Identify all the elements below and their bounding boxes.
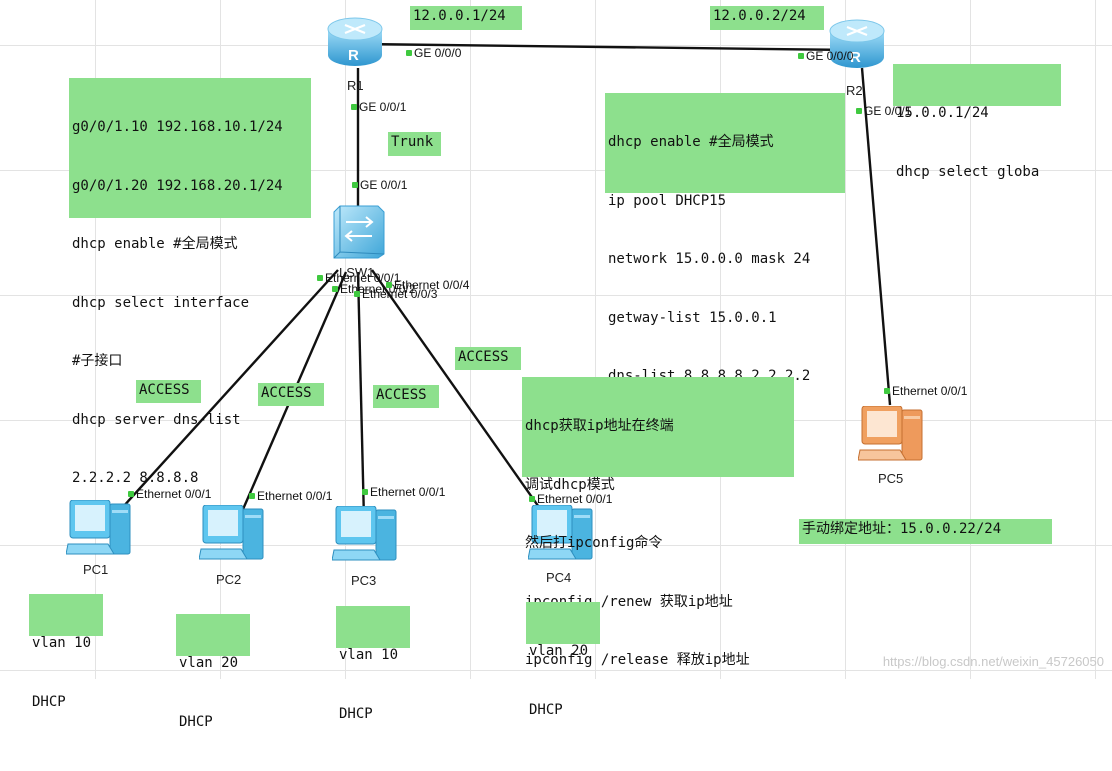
port-pc5-e: Ethernet 0/0/1 [883,384,968,398]
note-access-1: ACCESS [136,380,201,403]
note-text: ACCESS [458,349,509,365]
svg-text:R: R [850,49,861,66]
router-icon: R [829,19,885,68]
computer-icon [331,505,397,561]
port-lsw-e1: Ethernet 0/0/1 [316,271,401,285]
note-line: 2.2.2.2 8.8.8.8 [72,470,199,486]
port-pc1-e: Ethernet 0/0/1 [127,487,212,501]
link-r2-pc5 [860,67,892,406]
label-pc5: PC5 [878,471,904,486]
port-pc4-e: Ethernet 0/0/1 [528,492,613,506]
label-pc3: PC3 [351,573,377,588]
computer-icon [65,499,131,555]
label-r2: R2 [846,83,863,98]
note-pc1-vlan: vlan 10 DHCP [29,594,103,710]
note-line: vlan 20 [179,655,239,671]
router-icon: R [327,17,383,66]
note-line: ipconfig /release 释放ip地址 [525,652,750,668]
note-pc4-vlan: vlan 20 DHCP [526,602,600,718]
note-line: DHCP [529,701,563,718]
pc2[interactable] [198,504,265,563]
note-r1-ip-text: 12.0.0.1/24 [413,8,506,24]
note-text: ACCESS [376,387,427,403]
label-r1: R1 [347,78,364,93]
note-line: dhcp select interface [72,294,250,311]
note-r1-ip: 12.0.0.1/24 [410,6,522,30]
label-pc4: PC4 [546,570,572,585]
note-line: DHCP [339,705,373,722]
note-trunk-text: Trunk [391,134,434,150]
note-line: vlan 10 [339,647,399,663]
note-line: 15.0.0.1/24 [896,105,989,121]
note-text: ACCESS [139,382,190,398]
note-r2-ip-text: 12.0.0.2/24 [713,8,806,24]
note-access-4: ACCESS [455,347,521,370]
switch-icon [333,205,385,259]
note-line: #子接口 [72,353,123,369]
note-r1-config: g0/0/1.10 192.168.10.1/24 g0/0/1.20 192.… [69,78,311,486]
note-text: ACCESS [261,385,312,401]
note-line: ip pool DHCP15 [608,192,727,209]
note-access-2: ACCESS [258,383,324,406]
pc5[interactable] [857,405,924,464]
note-line: g0/0/1.10 192.168.10.1/24 [72,119,283,135]
port-lsw-e3: Ethernet 0/0/3 [353,287,438,301]
note-pc3-vlan: vlan 10 DHCP [336,606,410,722]
topology-canvas: R R1 R R2 LSW1 [0,0,1112,730]
note-line: DHCP [179,713,213,730]
svg-text:R: R [348,47,359,64]
note-trunk: Trunk [388,132,441,156]
note-line: dhcp server dns-list [72,411,241,428]
note-line: g0/0/1.20 192.168.20.1/24 [72,177,283,194]
note-line: dhcp enable #全局模式 [608,134,774,150]
note-text: 手动绑定地址：15.0.0.22/24 [802,521,1002,537]
link-lsw1-pc4 [371,269,549,521]
note-line: vlan 20 [529,643,589,659]
note-line: DHCP [32,693,66,710]
note-access-3: ACCESS [373,385,439,408]
port-r1-ge001: GE 0/0/1 [350,100,407,114]
note-pc5-static: 手动绑定地址：15.0.0.22/24 [799,519,1052,544]
label-lsw1: LSW1 [339,265,375,280]
note-r2-pool: dhcp enable #全局模式 ip pool DHCP15 network… [605,93,845,384]
note-line: getway-list 15.0.0.1 [608,309,777,326]
port-pc3-e: Ethernet 0/0/1 [361,485,446,499]
pc3[interactable] [331,505,398,564]
link-lsw1-pc1 [101,269,339,531]
note-line: network 15.0.0.0 mask 24 [608,251,811,267]
port-lsw-e4: Ethernet 0/0/4 [385,278,470,292]
note-pc2-vlan: vlan 20 DHCP [176,614,250,730]
computer-icon [857,405,923,461]
note-pc-hint: dhcp获取ip地址在终端 调试dhcp模式 然后打ipconfig命令 ipc… [522,377,794,668]
note-line: 然后打ipconfig命令 [525,535,663,551]
port-pc2-e: Ethernet 0/0/1 [248,489,333,503]
port-r2-ge000: GE 0/0/0 [797,49,854,63]
computer-icon [527,504,593,560]
port-lsw-ge001: GE 0/0/1 [351,178,408,192]
link-lsw1-pc3 [356,271,366,521]
note-line: dhcp获取ip地址在终端 [525,418,674,434]
router-r2[interactable]: R [827,17,887,72]
note-r2-ip: 12.0.0.2/24 [710,6,824,30]
note-r2-if: 15.0.0.1/24 dhcp select globa [893,64,1061,180]
note-line: 调试dhcp模式 [525,476,615,493]
label-pc2: PC2 [216,572,242,587]
note-line: dhcp select globa [896,163,1040,180]
computer-icon [198,504,264,560]
switch-lsw1[interactable] [332,204,386,260]
pc4[interactable] [527,504,594,563]
note-line: dhcp enable #全局模式 [72,236,238,252]
pc1[interactable] [65,499,132,558]
label-pc1: PC1 [83,562,109,577]
link-r1-r2 [359,42,853,52]
watermark: https://blog.csdn.net/weixin_45726050 [882,654,1104,669]
port-r1-ge000: GE 0/0/0 [405,46,462,60]
note-line: vlan 10 [32,635,92,651]
port-r2-ge001: GE 0/0/1 [855,104,912,118]
router-r1[interactable]: R [325,15,385,70]
